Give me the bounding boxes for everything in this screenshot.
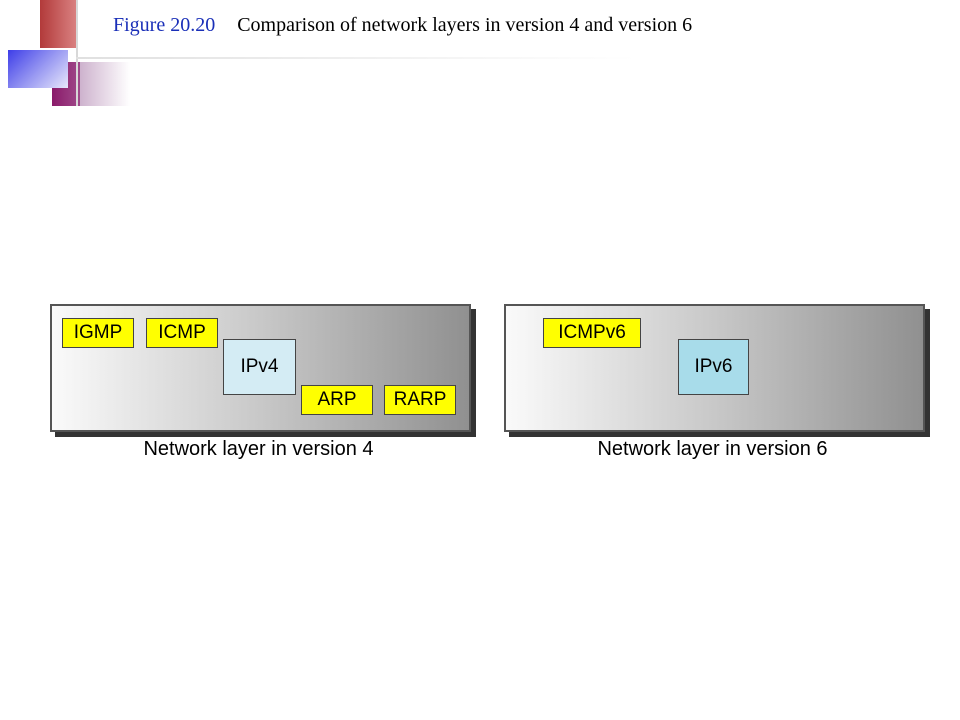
protocol-ipv6: IPv6 <box>678 339 749 395</box>
figure-caption-text: Comparison of network layers in version … <box>237 14 693 36</box>
protocol-igmp: IGMP <box>62 318 134 348</box>
protocol-icmp: ICMP <box>146 318 218 348</box>
caption-version-4: Network layer in version 4 <box>143 438 374 460</box>
network-layer-v6-panel: ICMPv6 IPv6 <box>504 304 925 432</box>
network-layer-v4-panel: IGMP ICMP IPv4 ARP RARP <box>50 304 471 432</box>
ornament-horizontal-line <box>0 48 76 50</box>
figure-title: Figure 20.20 Comparison of network layers… <box>113 14 692 37</box>
ornament-red-block <box>40 0 76 48</box>
ornament-purple-block <box>52 62 80 106</box>
ornament-blue-block <box>8 48 68 88</box>
ornament-vertical-line <box>76 0 78 106</box>
ornament-fade-block <box>80 62 130 106</box>
caption-version-6: Network layer in version 6 <box>597 438 828 460</box>
figure-number: Figure 20.20 <box>113 14 216 36</box>
protocol-rarp: RARP <box>384 385 456 415</box>
protocol-ipv4: IPv4 <box>223 339 296 395</box>
protocol-icmpv6: ICMPv6 <box>543 318 641 348</box>
protocol-arp: ARP <box>301 385 373 415</box>
title-underline <box>76 57 636 59</box>
